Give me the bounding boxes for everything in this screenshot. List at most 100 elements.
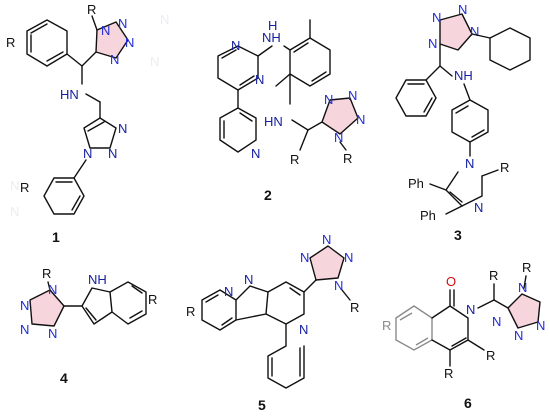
tetrazole-nitrogen: N (300, 250, 309, 265)
compound-6: R O N R R R N N N N R 6 (382, 260, 545, 411)
quinoline-ring (265, 281, 305, 325)
substituent-r: R (500, 160, 509, 175)
benzene-ring (289, 37, 331, 87)
nh-hydrogen: H (268, 18, 277, 33)
phenylene-ring (451, 99, 489, 143)
tetrazole-ring (507, 293, 541, 329)
bond (493, 299, 509, 309)
tetrazole-nitrogen: N (334, 130, 343, 145)
bond (47, 281, 51, 291)
bond (523, 275, 527, 289)
tetrazole-highlight (310, 246, 344, 280)
bond (81, 51, 97, 67)
amine-hn: HN (60, 87, 79, 102)
triazole-ring (83, 117, 117, 149)
faint-mark: N (10, 204, 19, 219)
compound-5: R N N N N N N N R 5 (186, 232, 359, 413)
tetrazole-highlight (96, 22, 128, 58)
tetrazole-nitrogen: N (518, 280, 527, 295)
triazole-nitrogen: N (83, 146, 92, 161)
tetrazole-nitrogen: N (492, 314, 501, 329)
bond (463, 83, 471, 101)
faint-mark: N (150, 54, 159, 69)
tetrazole-nitrogen: N (48, 282, 57, 297)
tetrazole-nitrogen: N (348, 88, 357, 103)
bond (471, 33, 491, 39)
tetrazole-nitrogen: N (118, 16, 127, 31)
substituent-r: R (6, 35, 15, 50)
tetrazole-ring (309, 245, 345, 281)
ring-nitrogen: N (244, 272, 253, 287)
bond (85, 93, 101, 103)
indole-nh: NH (88, 272, 107, 287)
compound-4: R N N N N NH R 4 (20, 266, 157, 386)
tetrazole-nitrogen: N (101, 23, 110, 38)
cyclohexyl-ring (489, 27, 531, 71)
phenyl-substituent: Ph (408, 176, 424, 191)
ring-nitrogen: N (224, 284, 233, 299)
faint-mark: N (160, 12, 169, 27)
compound-3: N N N N NH N N R Ph Ph 3 (395, 2, 531, 243)
tetrazole-nitrogen: N (458, 2, 467, 17)
bond (429, 183, 447, 191)
compound-number: 3 (454, 227, 462, 243)
bond (477, 299, 495, 309)
compound-2: N N N NH H HN R N N N N R 2 (217, 18, 365, 203)
bond (303, 279, 317, 293)
imidazole-nitrogen: N (474, 200, 483, 215)
bond (467, 339, 485, 351)
substituent-r: R (42, 266, 51, 281)
tetrazole-nitrogen: N (344, 250, 353, 265)
bond (299, 129, 309, 151)
substituent-r: R (148, 292, 157, 307)
tetrazole-nitrogen: N (334, 278, 343, 293)
bond (445, 205, 463, 215)
substituent-r: R (486, 348, 495, 363)
tetrazole-ring (29, 289, 65, 327)
bond (275, 73, 291, 87)
substituent-r: R (444, 366, 453, 381)
imidazole-nitrogen: N (465, 156, 474, 171)
substituent-r: R (350, 300, 359, 315)
lactam-nitrogen: N (466, 302, 475, 317)
tetrazole-nitrogen: N (536, 318, 545, 333)
bond (451, 337, 467, 347)
tetrazole-nitrogen: N (514, 328, 523, 343)
pyridine-ring (219, 107, 257, 153)
bond (481, 169, 499, 177)
quinoline-nitrogen: N (299, 322, 308, 337)
tetrazole-nitrogen: N (356, 112, 365, 127)
tetrazole-nitrogen: N (428, 36, 437, 51)
compound-number: 2 (264, 187, 272, 203)
carbonyl-oxygen: O (446, 274, 456, 289)
substituent-r: R (186, 304, 195, 319)
bond (339, 141, 347, 151)
tetrazole-nitrogen: N (322, 232, 331, 247)
amine-hn: HN (264, 114, 283, 129)
substituent-r: R (382, 318, 391, 333)
compound-number: 4 (60, 370, 68, 386)
indole-benzene-ring (109, 281, 147, 325)
bond (257, 45, 273, 57)
tetrazole-highlight (322, 98, 358, 134)
phenyl-ring-top (26, 19, 68, 67)
bond (291, 119, 309, 131)
triazole-nitrogen: N (118, 121, 127, 136)
tetrazole-highlight (30, 290, 64, 326)
tetrazole-ring (321, 97, 359, 135)
phenyl-substituent: Ph (420, 208, 436, 223)
compound-1: N N N N R R N N N N HN N N N R 1 (6, 2, 169, 245)
bond (73, 159, 87, 179)
bond (307, 121, 323, 131)
bond (425, 65, 441, 81)
benzo-ring (267, 323, 305, 389)
faint-mark: N (10, 178, 19, 193)
triazole-nitrogen: N (108, 146, 117, 161)
substituent-r: R (87, 2, 96, 17)
tetrazole-nitrogen: N (125, 35, 134, 50)
pyrimidine-ring (217, 45, 259, 91)
bond (283, 45, 291, 51)
substituent-r: R (343, 151, 352, 166)
bond (439, 65, 453, 77)
compound-number: 5 (258, 397, 266, 413)
